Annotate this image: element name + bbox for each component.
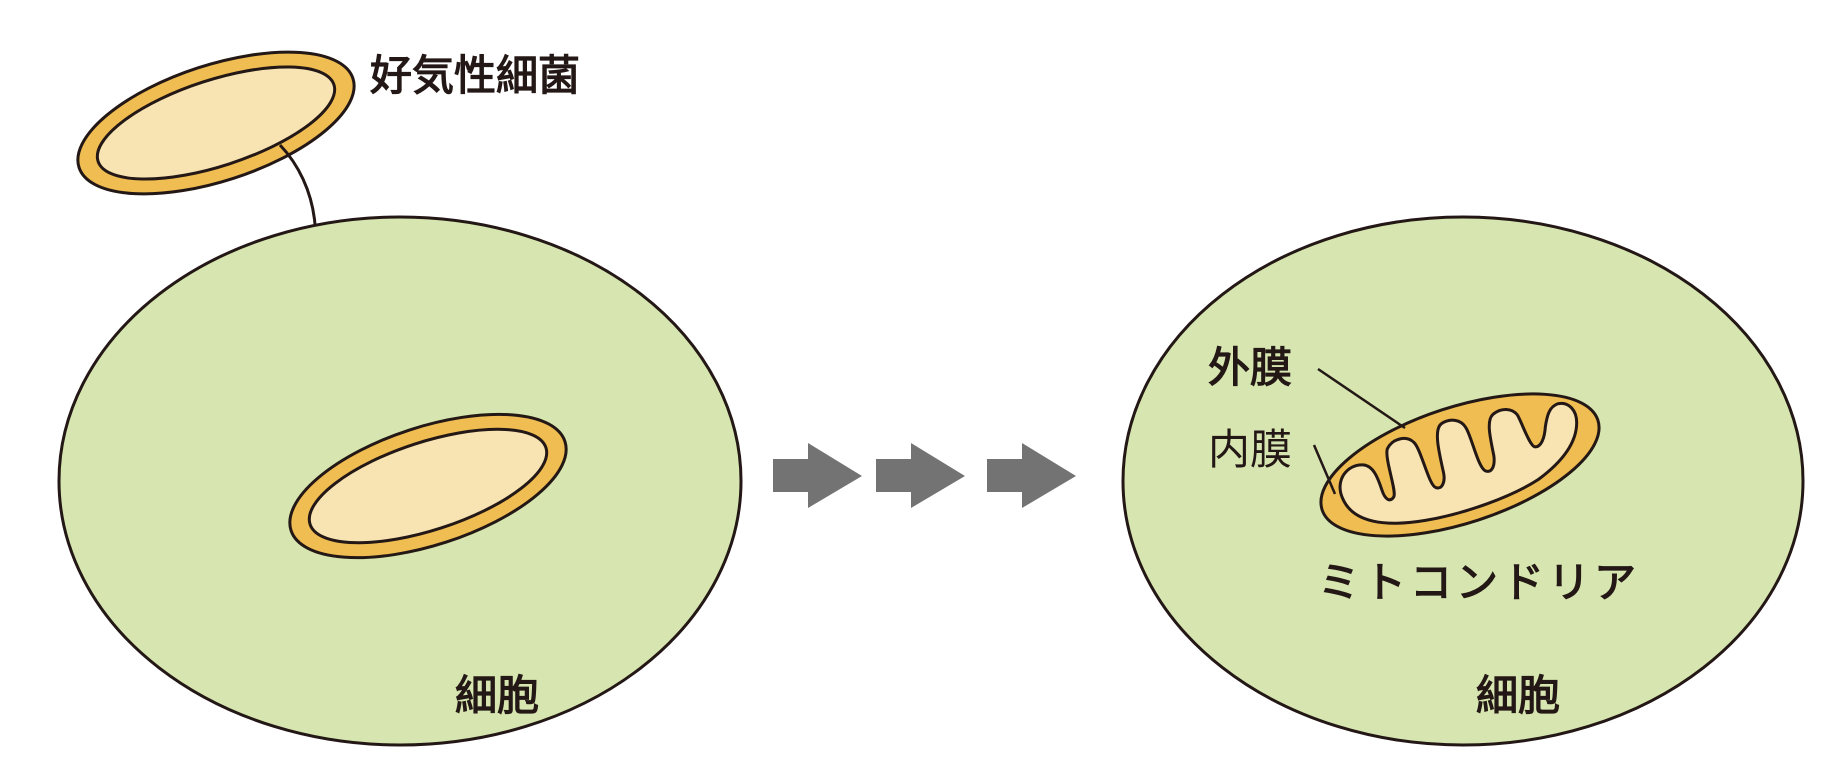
progression-arrows <box>773 443 1076 508</box>
inner-membrane-label: 内膜 <box>1208 425 1292 474</box>
mitochondrion-inner-membrane <box>1338 401 1579 525</box>
inner-membrane-leader <box>1312 444 1337 495</box>
outer-membrane-label: 外膜 <box>1208 343 1292 392</box>
mitochondrion <box>1319 392 1601 538</box>
mitochondria-label: ミトコンドリア <box>1318 558 1640 607</box>
free-bacterium <box>76 50 356 196</box>
progression-arrow-3 <box>987 443 1076 508</box>
progression-arrow-2 <box>876 443 965 508</box>
progression-arrow-1 <box>773 443 862 508</box>
outer-membrane-leader <box>1317 367 1406 430</box>
bacterium-label: 好気性細菌 <box>369 51 580 100</box>
cell-label-right: 細胞 <box>1476 671 1560 720</box>
engulfed-bacterium <box>288 412 568 560</box>
cell-label-left: 細胞 <box>455 671 539 720</box>
bacterium-inner-membrane <box>95 65 337 181</box>
